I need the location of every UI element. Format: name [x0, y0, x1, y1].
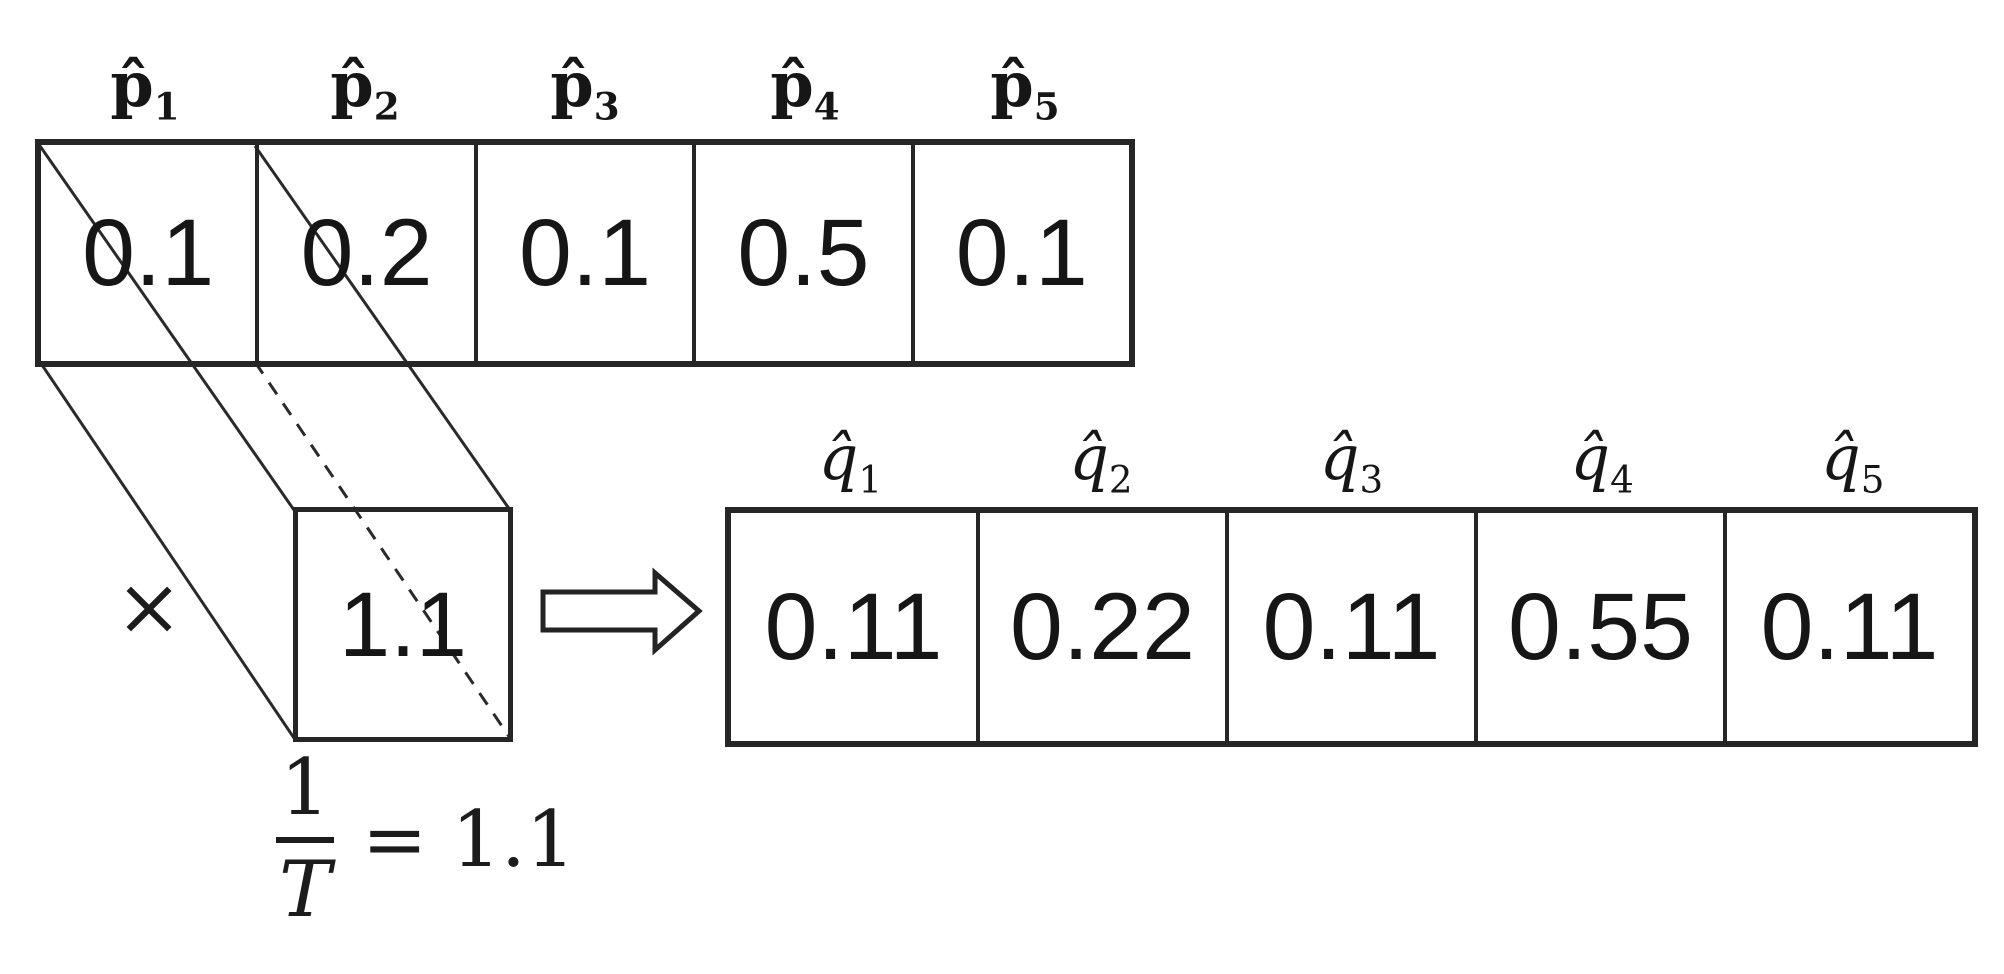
- equation-rhs: = 1.1: [362, 801, 575, 879]
- double-right-arrow-icon: [540, 567, 703, 656]
- equation-result: 1.1: [451, 794, 576, 885]
- equals-sign: =: [362, 794, 428, 885]
- q-label-1: q̂1: [818, 421, 882, 502]
- q-cell-4: 0.55: [1474, 513, 1723, 741]
- q-label-3: q̂3: [1319, 421, 1384, 502]
- fraction-numerator: 1: [280, 743, 330, 833]
- multiply-sign: ×: [115, 560, 183, 653]
- p-cell-5: 0.1: [910, 145, 1129, 361]
- scalar-cell: 1.1: [293, 507, 513, 742]
- q-cell-1: 0.11: [764, 573, 943, 680]
- fraction-bar: [276, 836, 334, 843]
- p-label-4: p̂4: [770, 48, 840, 129]
- q-cell-3: 0.11: [1225, 513, 1474, 741]
- q-label-4: q̂4: [1570, 421, 1634, 502]
- q-cell-5: 0.11: [1723, 513, 1972, 741]
- q-label-5: q̂5: [1820, 421, 1885, 502]
- p-cell-1: 0.1: [82, 199, 215, 306]
- q-cell-2: 0.22: [976, 513, 1225, 741]
- projection-line-bottom-left: [38, 361, 296, 739]
- p-vector-labels: p̂1 p̂2 p̂3 p̂4 p̂5: [35, 12, 1135, 129]
- fraction-denominator: T: [278, 844, 332, 935]
- scalar-value: 1.1: [339, 573, 467, 676]
- p-label-2: p̂2: [330, 48, 400, 129]
- q-vector-row: 0.11 0.22 0.11 0.55 0.11: [725, 507, 1978, 747]
- p-cell-2: 0.2: [255, 145, 473, 361]
- p-cell-4: 0.5: [692, 145, 910, 361]
- p-vector-row: 0.1 0.2 0.1 0.5 0.1: [35, 139, 1135, 367]
- p-cell-3: 0.1: [473, 145, 692, 361]
- fraction-one-over-T: 1 T: [276, 743, 334, 935]
- q-label-2: q̂2: [1069, 421, 1133, 502]
- p-label-5: p̂5: [990, 48, 1060, 129]
- temperature-equation: 1 T = 1.1: [276, 743, 575, 935]
- q-vector-labels: q̂1 q̂2 q̂3 q̂4 q̂5: [725, 395, 1978, 502]
- p-label-3: p̂3: [550, 48, 620, 129]
- p-label-1: p̂1: [110, 48, 180, 129]
